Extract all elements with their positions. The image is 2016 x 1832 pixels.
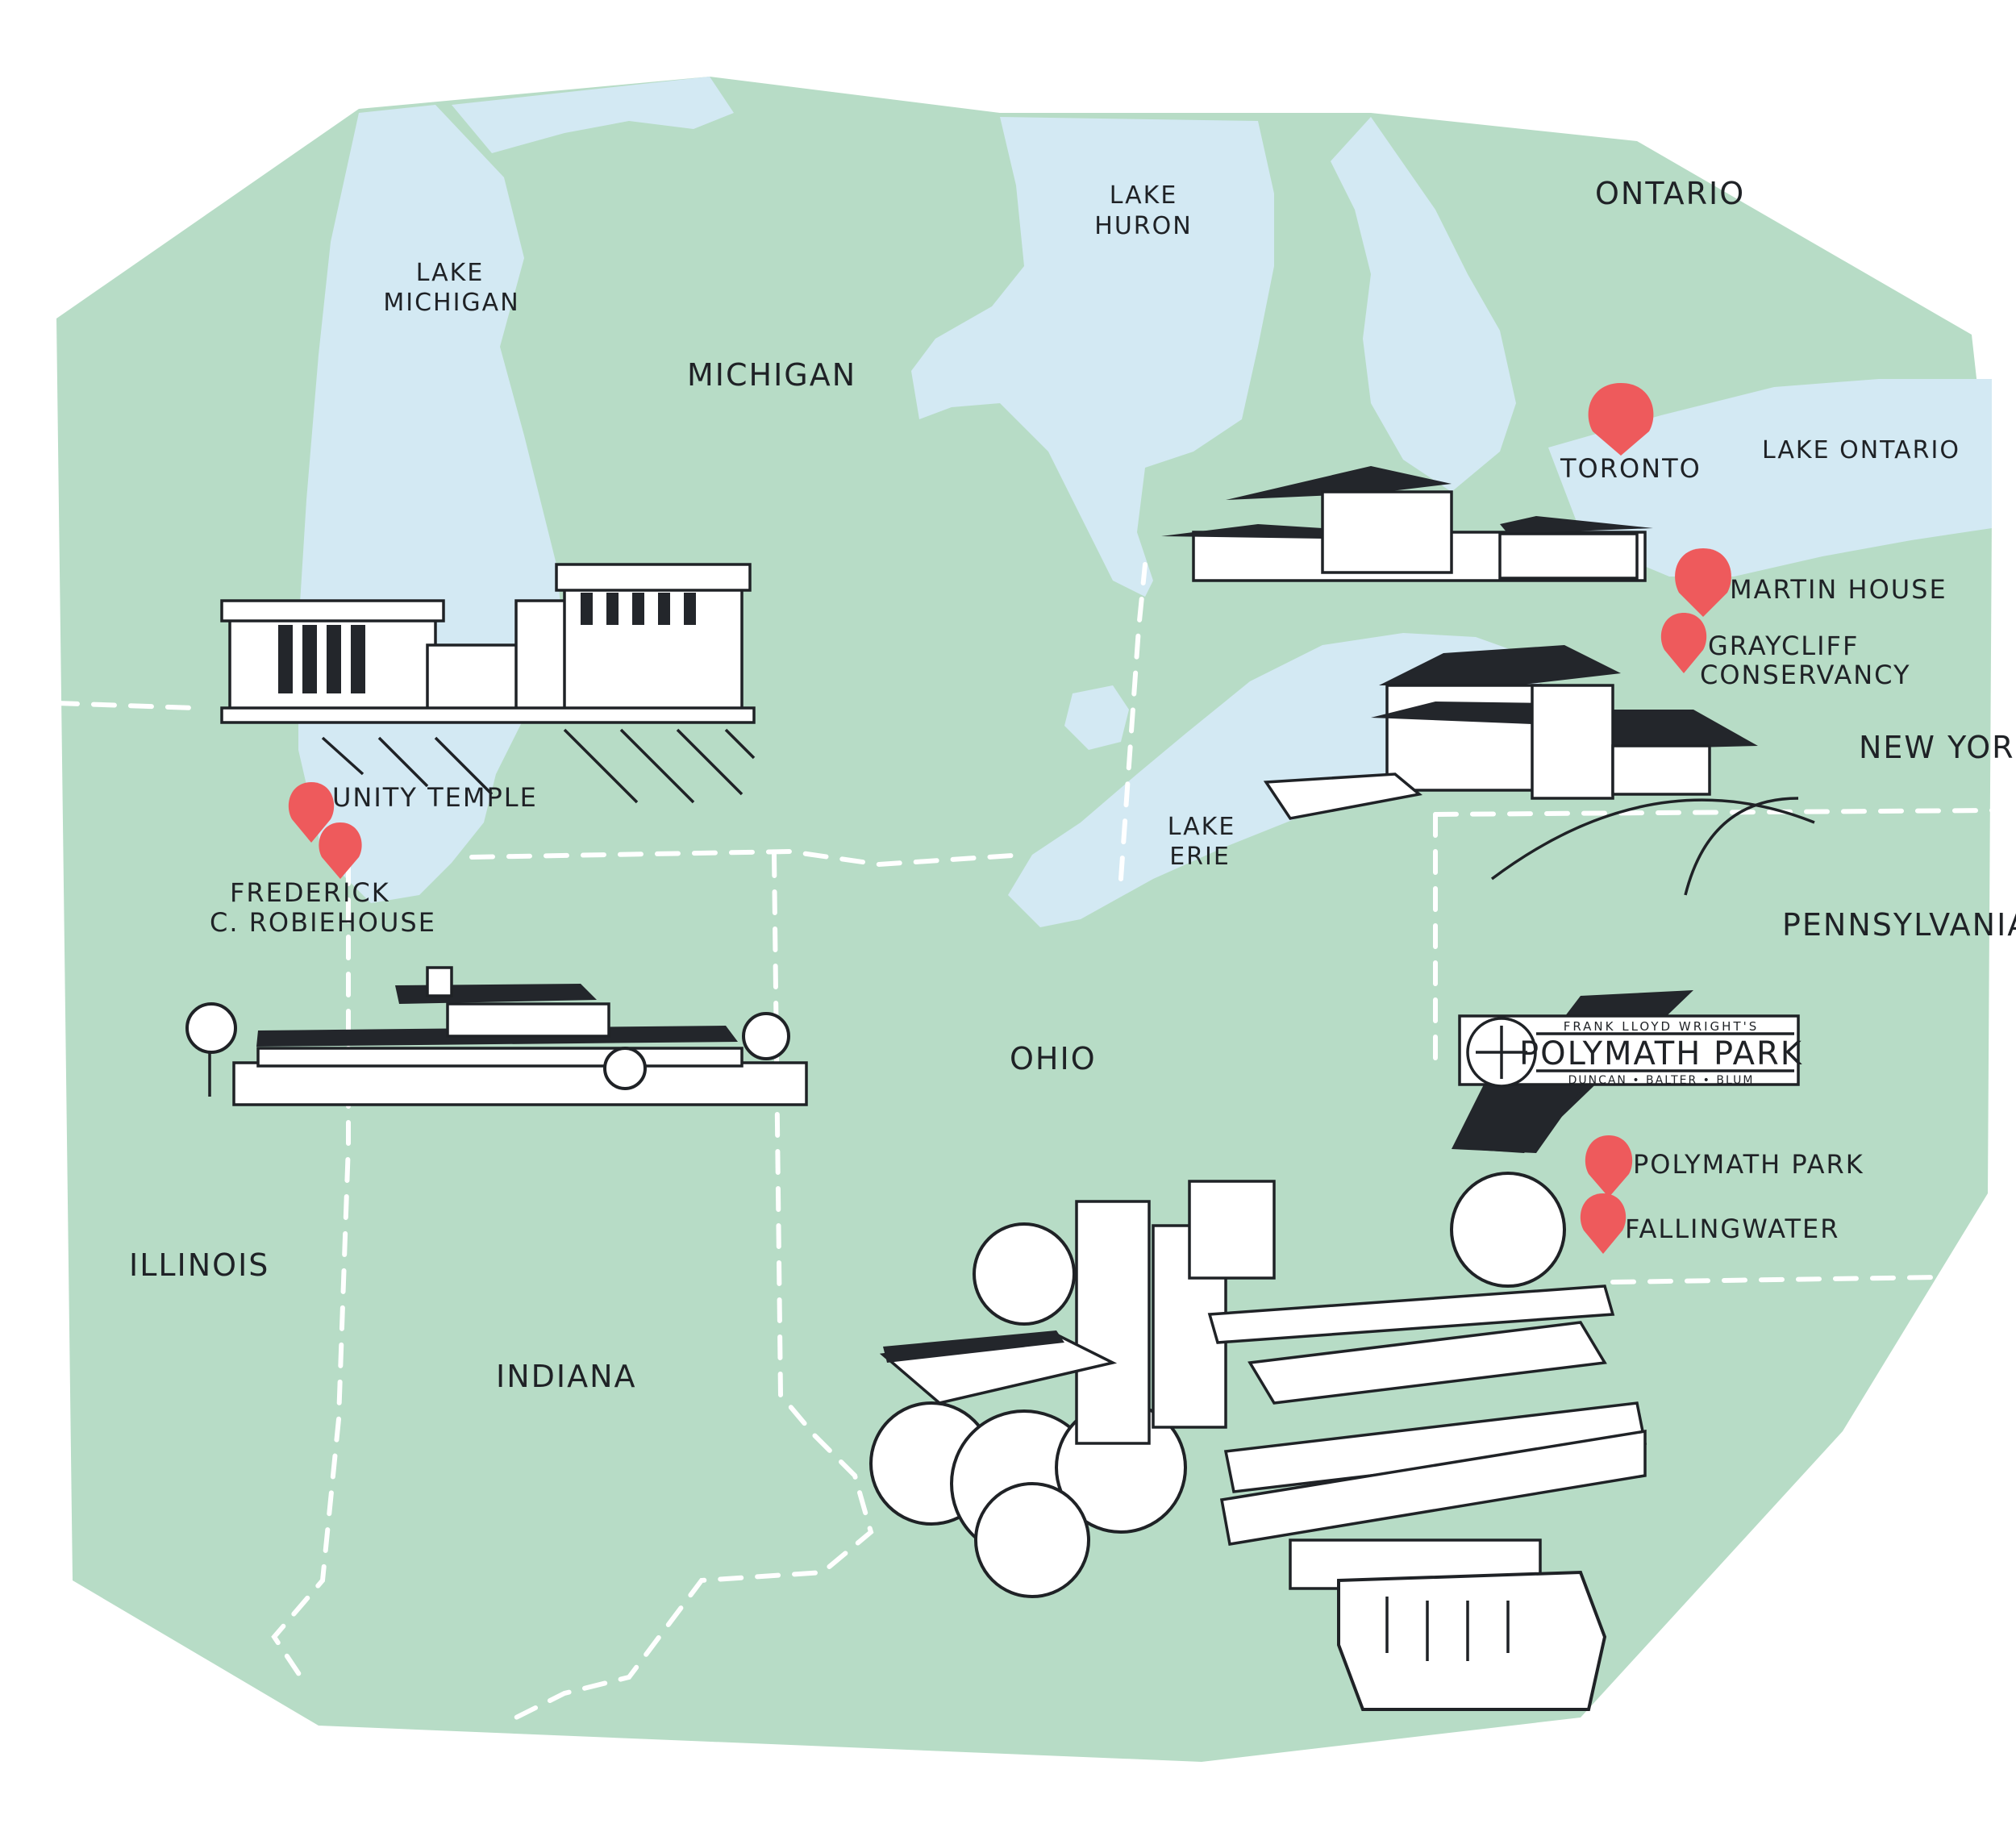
- green-bay-shape: [452, 77, 734, 153]
- pins: TORONTO MARTIN HOUSE GRAYCLIFF CONSERVAN…: [210, 383, 1947, 1254]
- pin-label-fallingwater: FALLINGWATER: [1625, 1214, 1839, 1244]
- pin-label-polymath-park: POLYMATH PARK: [1633, 1149, 1864, 1180]
- sign-bottom-text: DUNCAN • BALTER • BLUM: [1568, 1074, 1755, 1087]
- pin-marker-icon: [1580, 1193, 1627, 1254]
- pin-marker-icon: [1588, 383, 1654, 456]
- region-labels: MICHIGAN ONTARIO NEW YORK PENNSYLVANIA O…: [129, 176, 2016, 1394]
- label-ohio: OHIO: [1010, 1041, 1097, 1076]
- sign-top-text: FRANK LLOYD WRIGHT'S: [1564, 1019, 1760, 1034]
- pin-label-martin-house: MARTIN HOUSE: [1730, 574, 1947, 605]
- graycliff-illustration: [1263, 645, 1815, 896]
- pin-marker-icon: [1660, 613, 1707, 673]
- label-lake-huron-1: LAKE: [1110, 181, 1178, 210]
- pin-marker-icon: [1675, 548, 1731, 617]
- martin-house-illustration: [1161, 466, 1653, 582]
- robie-house-illustration: [185, 966, 808, 1106]
- pin-label-unity-temple: UNITY TEMPLE: [332, 782, 538, 813]
- pin-marker-icon: [288, 782, 335, 843]
- label-indiana: INDIANA: [496, 1359, 637, 1394]
- sign-main-text: POLYMATH PARK: [1519, 1035, 1803, 1072]
- lake-ontario-shape: [1548, 379, 1992, 577]
- label-pennsylvania: PENNSYLVANIA: [1782, 907, 2016, 943]
- pin-unity-temple[interactable]: UNITY TEMPLE: [288, 782, 538, 843]
- pin-label-robie-house-2: C. ROBIEHOUSE: [210, 907, 436, 938]
- pin-marker-icon: [319, 822, 362, 879]
- georgian-bay-shape: [1331, 117, 1516, 492]
- label-ontario: ONTARIO: [1595, 176, 1745, 211]
- pin-label-robie-house-1: FREDERICK: [230, 877, 390, 908]
- lake-st-clair-shape: [1064, 685, 1129, 750]
- pin-polymath-park[interactable]: POLYMATH PARK: [1585, 1135, 1864, 1197]
- label-lake-erie-2: ERIE: [1169, 843, 1231, 871]
- water-labels: LAKE MICHIGAN LAKE HURON LAKE ERIE LAKE …: [383, 181, 1960, 871]
- pin-label-toronto: TORONTO: [1560, 453, 1702, 484]
- fallingwater-illustration: [869, 1172, 1647, 1711]
- label-lake-michigan-2: MICHIGAN: [383, 289, 519, 317]
- pin-robie-house[interactable]: FREDERICK C. ROBIEHOUSE: [210, 822, 436, 938]
- unity-temple-illustration: [220, 563, 756, 804]
- label-michigan: MICHIGAN: [687, 357, 856, 393]
- pin-label-graycliff-1: GRAYCLIFF: [1708, 631, 1859, 661]
- pin-fallingwater[interactable]: FALLINGWATER: [1580, 1193, 1840, 1254]
- lake-huron-shape: [911, 117, 1274, 597]
- label-lake-ontario: LAKE ONTARIO: [1762, 436, 1960, 464]
- label-lake-erie-1: LAKE: [1168, 813, 1236, 841]
- pin-toronto[interactable]: TORONTO: [1560, 383, 1702, 484]
- pin-martin-house[interactable]: MARTIN HOUSE: [1675, 548, 1947, 617]
- label-new-york: NEW YORK: [1859, 730, 2016, 765]
- label-illinois: ILLINOIS: [129, 1247, 269, 1283]
- pin-label-graycliff-2: CONSERVANCY: [1700, 660, 1910, 690]
- pin-graycliff[interactable]: GRAYCLIFF CONSERVANCY: [1660, 613, 1911, 690]
- pin-marker-icon: [1585, 1135, 1633, 1197]
- polymath-park-sign: FRANK LLOYD WRIGHT'S POLYMATH PARK DUNCA…: [1452, 990, 1803, 1153]
- label-lake-michigan-1: LAKE: [416, 259, 485, 287]
- label-lake-huron-2: HURON: [1094, 212, 1192, 240]
